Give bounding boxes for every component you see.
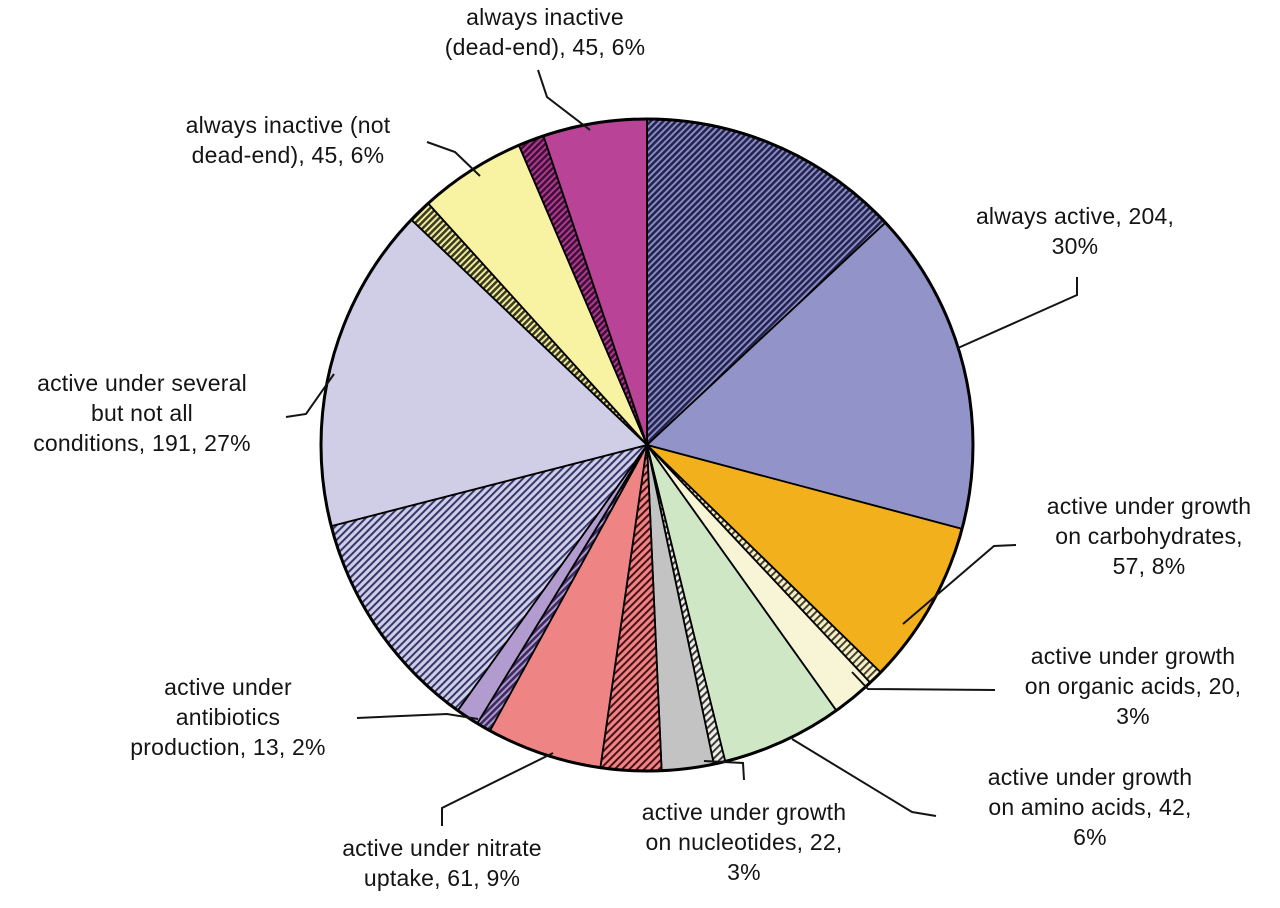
- leader-line-dead-end: [537, 69, 591, 131]
- leader-line-several-conditions: [285, 373, 335, 418]
- pie-outline: [319, 117, 975, 773]
- leader-line-not-dead-end: [426, 141, 481, 177]
- slice-label-organic-acids: active under growth on organic acids, 20…: [1024, 643, 1242, 729]
- leader-line-organic-acids: [851, 671, 996, 691]
- slice-label-dead-end: always inactive (dead-end), 45, 6%: [444, 4, 646, 60]
- leader-line-nitrate-uptake: [441, 752, 554, 826]
- leader-line-carbohydrates: [902, 544, 1017, 625]
- slice-label-antibiotics: active under antibiotics production, 13,…: [130, 674, 326, 760]
- slice-label-several-conditions: active under several but not all conditi…: [33, 370, 251, 456]
- slice-label-nucleotides: active under growth on nucleotides, 22, …: [641, 799, 847, 885]
- slice-label-carbohydrates: active under growth on carbohydrates, 57…: [1046, 493, 1252, 579]
- leader-line-amino-acids: [791, 738, 937, 817]
- leader-line-antibiotics: [356, 712, 479, 720]
- slice-label-nitrate-uptake: active under nitrate uptake, 61, 9%: [342, 835, 542, 891]
- slice-label-not-dead-end: always inactive (not dead-end), 45, 6%: [185, 112, 391, 168]
- leader-line-nucleotides: [703, 760, 745, 781]
- leader-line-always-active: [957, 277, 1078, 349]
- slice-label-always-active: always active, 204, 30%: [975, 203, 1175, 259]
- slice-label-amino-acids: active under growth on amino acids, 42, …: [987, 764, 1193, 850]
